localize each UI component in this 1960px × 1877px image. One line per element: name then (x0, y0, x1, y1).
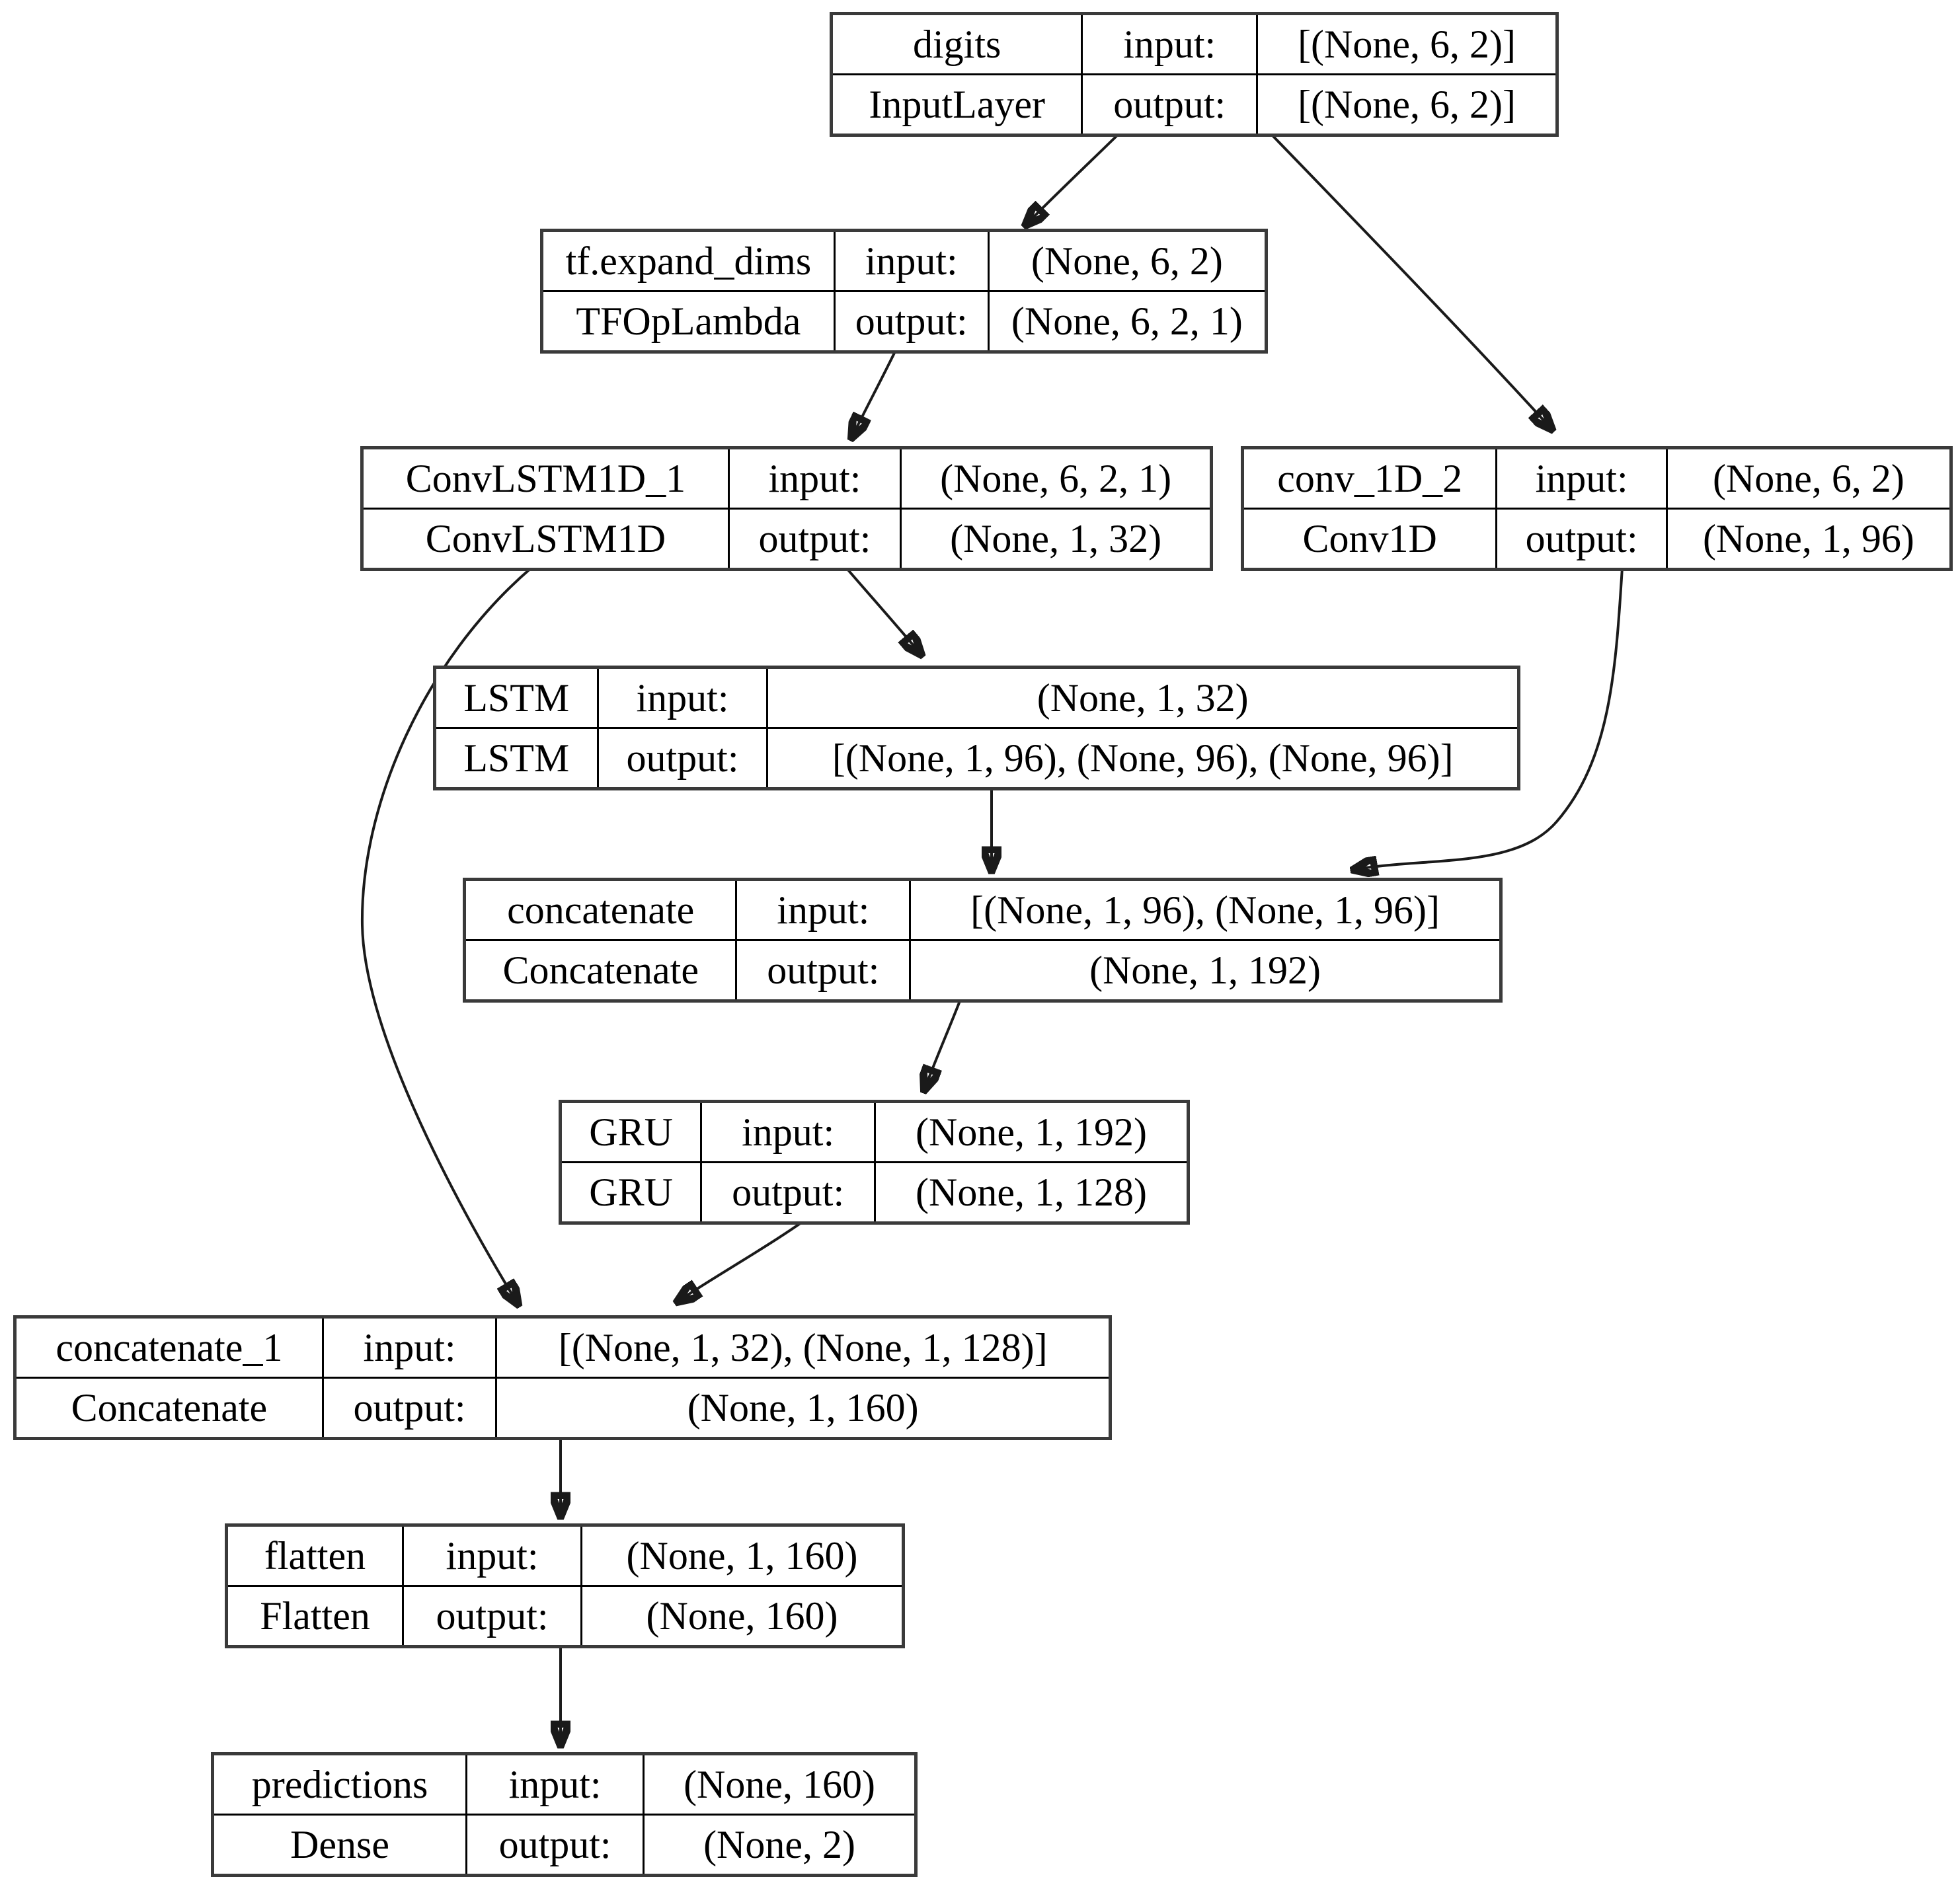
input-label-cell: input: (1495, 447, 1668, 510)
layer-type-cell: Flatten (225, 1585, 405, 1648)
edge-digits-to-tf-expand-dims (1025, 132, 1120, 225)
output-shape-cell: [(None, 1, 96), (None, 96), (None, 96)] (766, 727, 1520, 790)
layer-node-concatenate-1: concatenate_1 input: [(None, 1, 32), (No… (13, 1315, 1112, 1440)
output-label-cell: output: (700, 1161, 877, 1224)
input-shape-cell: (None, 1, 192) (874, 1100, 1189, 1163)
input-shape-cell: [(None, 1, 32), (None, 1, 128)] (495, 1316, 1111, 1379)
layer-type-cell: ConvLSTM1D (361, 508, 730, 570)
edge-digits-to-conv-1d-2 (1269, 132, 1552, 430)
edge-concatenate-to-gru (924, 999, 962, 1091)
output-shape-cell: (None, 1, 160) (495, 1377, 1111, 1439)
layer-node-digits: digits input: [(None, 6, 2)] InputLayer … (830, 12, 1559, 137)
input-label-cell: input: (1081, 13, 1259, 75)
layer-name-cell: GRU (559, 1100, 703, 1163)
input-label-cell: input: (402, 1524, 583, 1587)
layer-type-cell: TFOpLambda (541, 290, 836, 353)
input-label-cell: input: (833, 229, 990, 292)
input-shape-cell: [(None, 6, 2)] (1256, 13, 1558, 75)
input-label-cell: input: (321, 1316, 498, 1379)
input-label-cell: input: (727, 447, 902, 510)
layer-type-cell: GRU (559, 1161, 703, 1224)
input-shape-cell: (None, 6, 2) (987, 229, 1268, 292)
layer-name-cell: conv_1D_2 (1241, 447, 1498, 510)
output-label-cell: output: (1495, 508, 1668, 570)
output-shape-cell: (None, 1, 192) (909, 939, 1502, 1002)
input-label-cell: input: (465, 1753, 645, 1816)
edge-convlstm1d-1-to-lstm (845, 566, 921, 655)
layer-type-cell: InputLayer (830, 73, 1083, 136)
output-label-cell: output: (321, 1377, 498, 1439)
layer-node-concatenate: concatenate input: [(None, 1, 96), (None… (463, 878, 1503, 1003)
input-label-cell: input: (735, 878, 912, 941)
input-shape-cell: (None, 1, 160) (580, 1524, 904, 1587)
layer-node-gru: GRU input: (None, 1, 192) GRU output: (N… (559, 1100, 1190, 1225)
output-label-cell: output: (735, 939, 912, 1002)
output-shape-cell: (None, 2) (643, 1814, 917, 1876)
output-shape-cell: (None, 6, 2, 1) (987, 290, 1268, 353)
layer-type-cell: LSTM (434, 727, 599, 790)
output-label-cell: output: (402, 1585, 583, 1648)
output-label-cell: output: (596, 727, 769, 790)
input-shape-cell: (None, 6, 2) (1665, 447, 1953, 510)
layer-name-cell: concatenate (463, 878, 738, 941)
layer-type-cell: Concatenate (14, 1377, 324, 1439)
layer-name-cell: predictions (211, 1753, 468, 1816)
layer-node-conv-1d-2: conv_1D_2 input: (None, 6, 2) Conv1D out… (1241, 446, 1953, 571)
output-shape-cell: (None, 160) (580, 1585, 904, 1648)
output-shape-cell: (None, 1, 96) (1665, 508, 1953, 570)
output-shape-cell: (None, 1, 128) (874, 1161, 1189, 1224)
edge-tf-expand-dims-to-convlstm1d-1 (851, 351, 896, 438)
layer-name-cell: concatenate_1 (14, 1316, 324, 1379)
layer-type-cell: Dense (211, 1814, 468, 1876)
layer-node-tf-expand-dims: tf.expand_dims input: (None, 6, 2) TFOpL… (540, 229, 1268, 354)
edge-gru-to-concatenate-1 (677, 1220, 804, 1302)
layer-name-cell: tf.expand_dims (541, 229, 836, 292)
layer-node-flatten: flatten input: (None, 1, 160) Flatten ou… (225, 1523, 905, 1648)
input-label-cell: input: (596, 666, 769, 729)
layer-node-predictions: predictions input: (None, 160) Dense out… (211, 1752, 918, 1877)
layer-name-cell: digits (830, 13, 1083, 75)
layer-node-lstm: LSTM input: (None, 1, 32) LSTM output: [… (433, 666, 1520, 790)
input-label-cell: input: (700, 1100, 877, 1163)
output-label-cell: output: (727, 508, 902, 570)
layer-name-cell: LSTM (434, 666, 599, 729)
layer-type-cell: Conv1D (1241, 508, 1498, 570)
input-shape-cell: (None, 6, 2, 1) (900, 447, 1212, 510)
layer-node-convlstm1d-1: ConvLSTM1D_1 input: (None, 6, 2, 1) Conv… (360, 446, 1213, 571)
input-shape-cell: (None, 1, 32) (766, 666, 1520, 729)
output-label-cell: output: (465, 1814, 645, 1876)
output-shape-cell: (None, 1, 32) (900, 508, 1212, 570)
layer-type-cell: Concatenate (463, 939, 738, 1002)
input-shape-cell: (None, 160) (643, 1753, 917, 1816)
output-shape-cell: [(None, 6, 2)] (1256, 73, 1558, 136)
layer-name-cell: ConvLSTM1D_1 (361, 447, 730, 510)
layer-name-cell: flatten (225, 1524, 405, 1587)
output-label-cell: output: (1081, 73, 1259, 136)
output-label-cell: output: (833, 290, 990, 353)
input-shape-cell: [(None, 1, 96), (None, 1, 96)] (909, 878, 1502, 941)
